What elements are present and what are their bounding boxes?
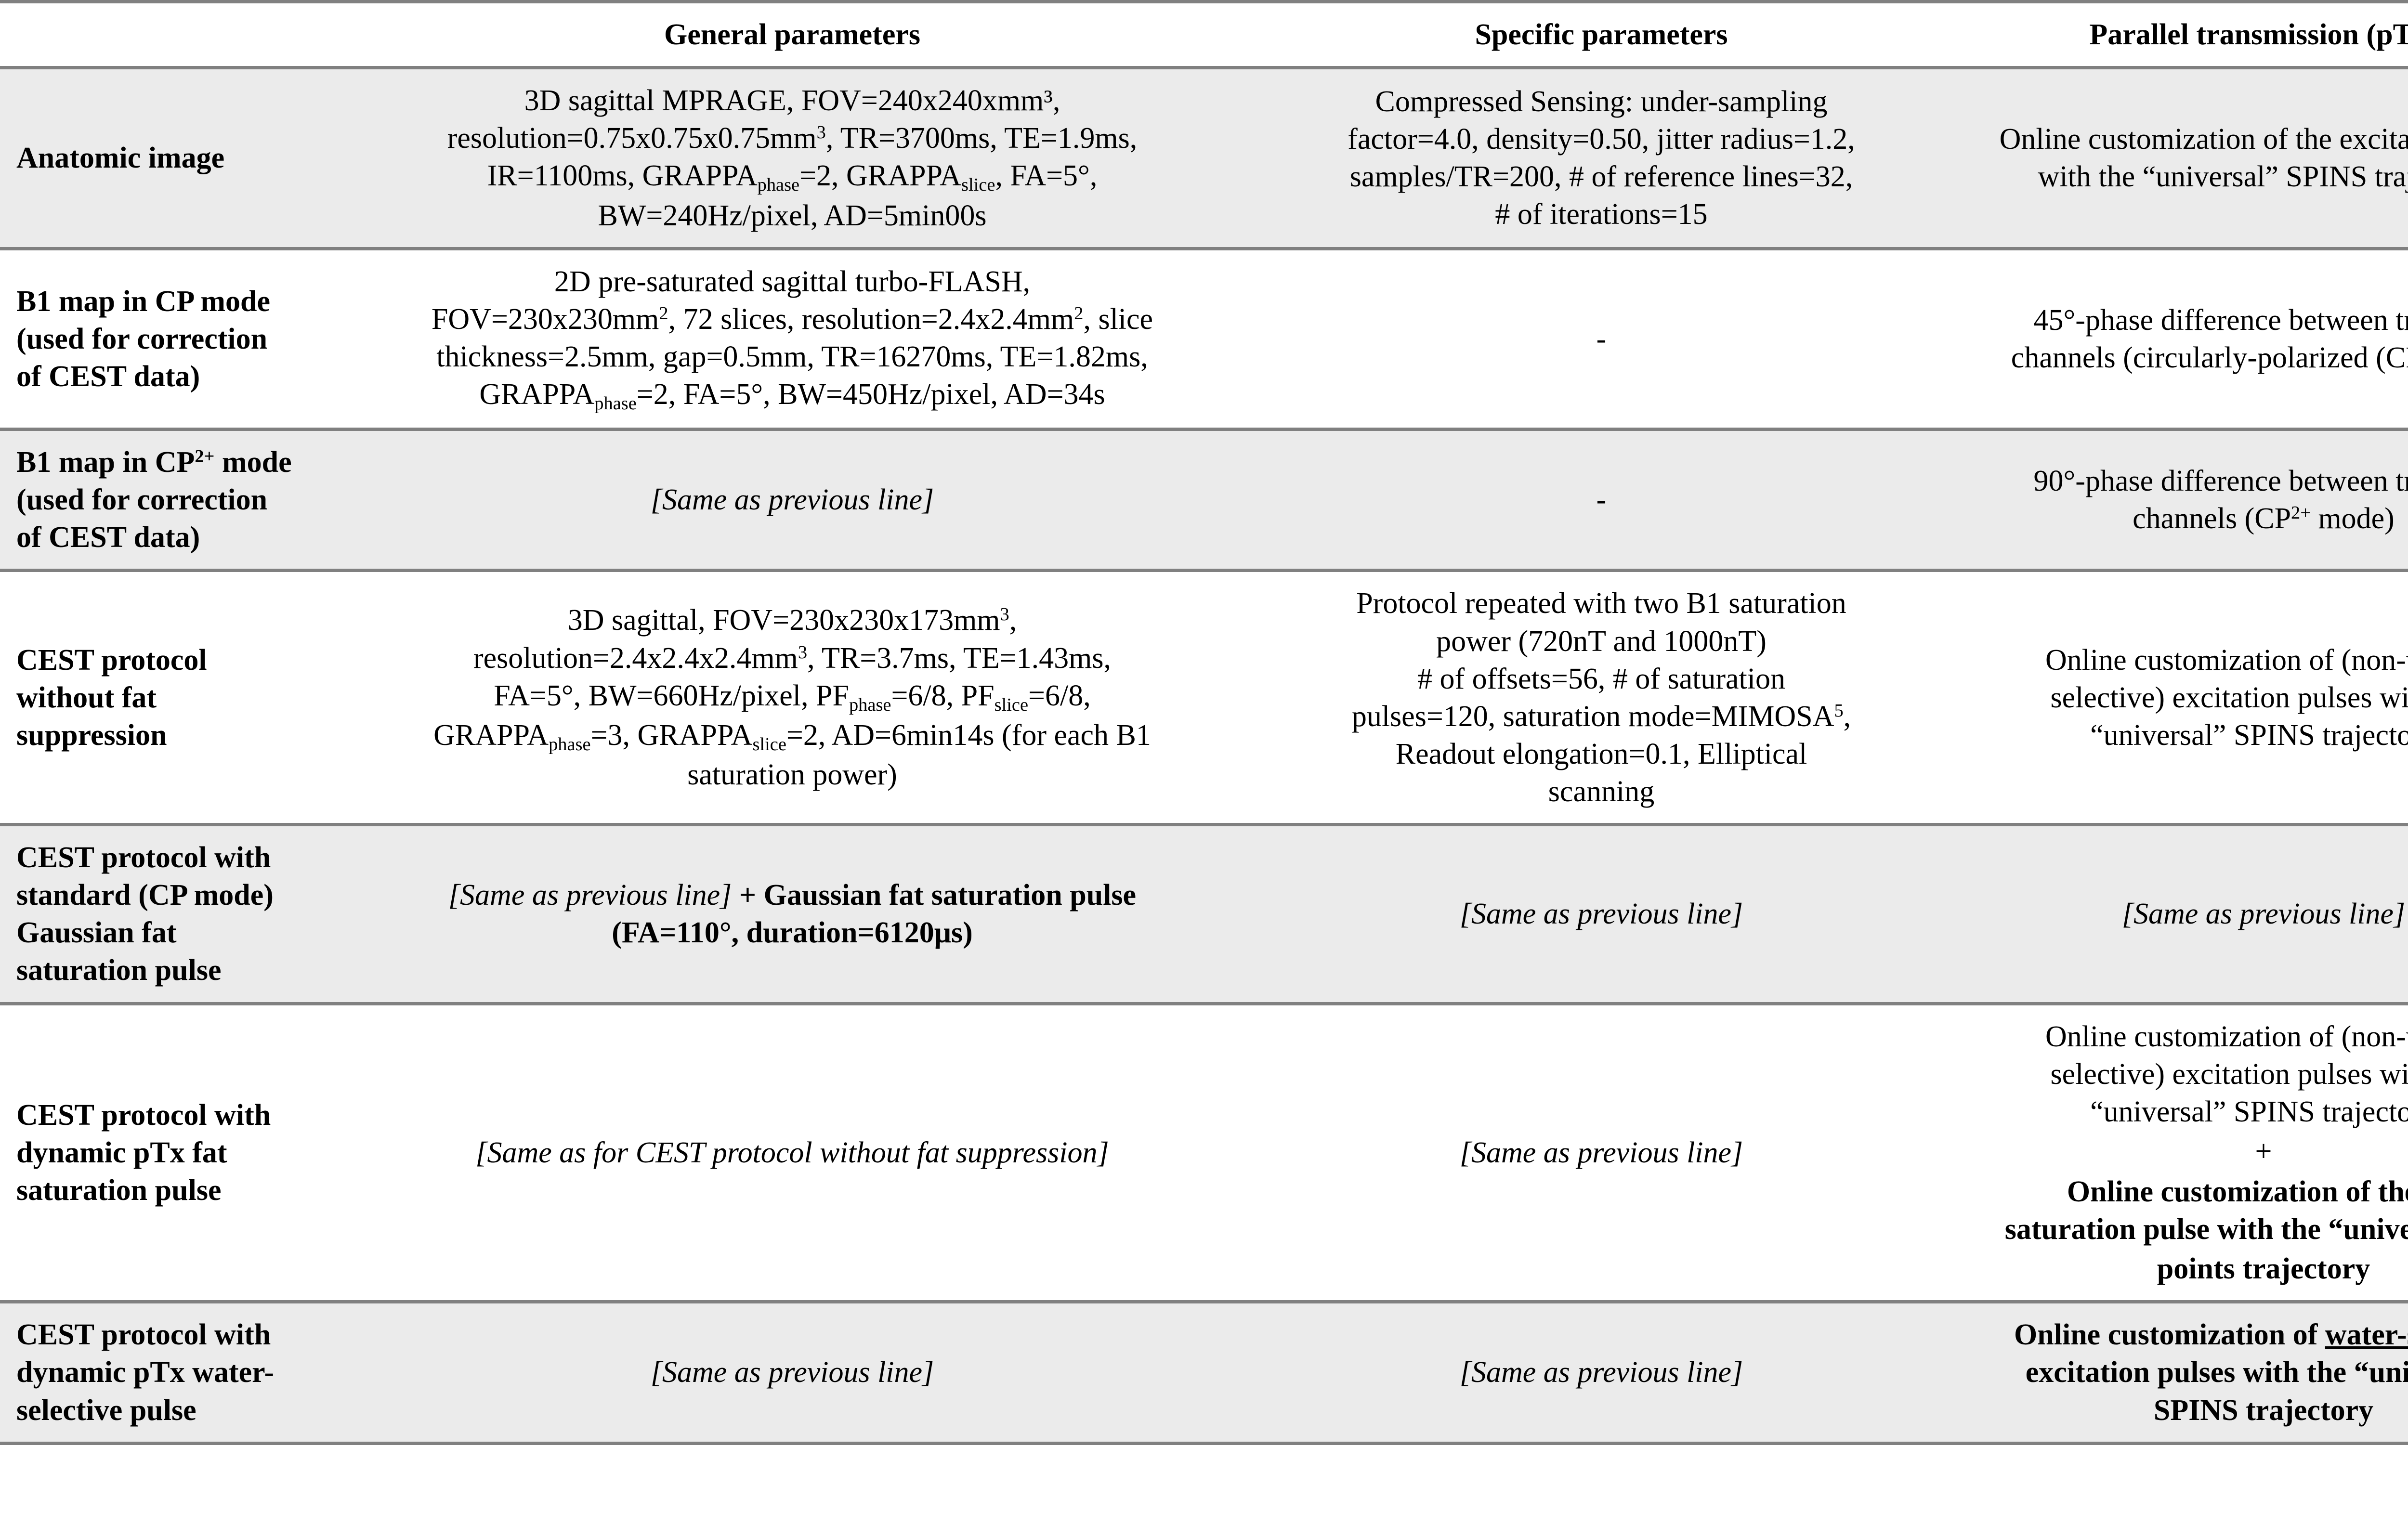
line: resolution=0.75x0.75x0.75mm3, TR=3700ms,… [447,122,1138,155]
header-row: General parameters Specific parameters P… [0,0,2408,70]
row-label-text: CEST protocol with dynamic pTx fat satur… [16,1098,271,1207]
row-label-note: (used for correction of CEST data) [16,322,268,393]
line: samples/TR=200, # of reference lines=32, [1349,160,1853,194]
cell-ptx-cest-without-fat-suppression: Online customization of (non-water- sele… [1926,570,2408,825]
cell-general-cest-dynamic-ptx-water-selective: [Same as previous line] [308,1302,1276,1444]
line: thickness=2.5mm, gap=0.5mm, TR=16270ms, … [436,340,1148,373]
line: scanning [1548,775,1655,808]
line: BW=240Hz/pixel, AD=5min00s [598,199,987,232]
cell-ptx-cest-dynamic-ptx-water-selective: Online customization of water-selective … [1926,1302,2408,1444]
cell-general-cest-standard-gaussian-fatsat: [Same as previous line] + Gaussian fat s… [308,824,1276,1004]
line: SPINS trajectory [2153,1394,2374,1427]
line: 2D pre-saturated sagittal turbo-FLASH, [554,265,1031,298]
line: points trajectory [2157,1252,2370,1286]
cell-ptx-cest-dynamic-ptx-fatsat: Online customization of (non-water- sele… [1926,1003,2408,1302]
row-label-note: (used for correction of CEST data) [16,483,268,554]
cell-ptx-b1-map-cp-mode: 45°-phase difference between transmit ch… [1926,248,2408,430]
line: Online customization of (non-water- [2045,1020,2408,1053]
row-label-anatomic-image: Anatomic image [0,67,308,249]
line: Readout elongation=0.1, Elliptical [1395,737,1807,770]
same-as-previous-note: [Same as previous line] [448,879,732,912]
line: “universal” SPINS trajectory [2090,1095,2408,1128]
line: 45°-phase difference between transmit [2033,303,2408,337]
line: saturation power) [687,758,897,791]
line: pulses=120, saturation mode=MIMOSA5, [1351,700,1851,733]
cell-specific-b1-map-cp2plus-mode: - [1276,429,1926,571]
line: channels (CP2+ mode) [2133,502,2395,535]
table-body: Anatomic image 3D sagittal MPRAGE, FOV=2… [0,67,2408,1444]
row-label-b1-map-cp2plus-mode: B1 map in CP2+ mode (used for correction… [0,429,308,571]
line: Online customization of (non-water- [2045,643,2408,677]
line: IR=1100ms, GRAPPAphase=2, GRAPPAslice, F… [487,159,1098,195]
row-label-cest-standard-gaussian-fatsat: CEST protocol with standard (CP mode) Ga… [0,824,308,1004]
cell-general-cest-dynamic-ptx-fatsat: [Same as for CEST protocol without fat s… [308,1003,1276,1302]
plus-separator: + [2255,1134,2272,1168]
cell-specific-cest-dynamic-ptx-water-selective: [Same as previous line] [1276,1302,1926,1444]
column-header-specific-parameters: Specific parameters [1276,0,1926,70]
mri-protocol-parameters-table: General parameters Specific parameters P… [0,0,2408,1444]
cell-ptx-cest-standard-gaussian-fatsat: [Same as previous line] [1926,824,2408,1004]
line: 3D sagittal MPRAGE, FOV=240x240xmm³, [524,84,1060,117]
cell-general-b1-map-cp2plus-mode: [Same as previous line] [308,429,1276,571]
line: Online customization of water-selective [1943,1316,2408,1354]
line: excitation pulses with the “universal” [2025,1356,2408,1389]
row-label-text: CEST protocol without fat suppression [16,643,207,752]
row-label-b1-map-cp-mode: B1 map in CP mode (used for correction o… [0,248,308,430]
line: # of offsets=56, # of saturation [1417,662,1785,695]
table-row: CEST protocol without fat suppression 3D… [0,570,2408,825]
table-row: CEST protocol with dynamic pTx fat satur… [0,1003,2408,1302]
row-label-cest-dynamic-ptx-fatsat: CEST protocol with dynamic pTx fat satur… [0,1003,308,1302]
cell-ptx-anatomic-image: Online customization of the excitation p… [1926,67,2408,249]
column-header-row-label [0,0,308,70]
line: # of iterations=15 [1495,198,1708,231]
row-label-text: B1 map in CP2+ mode [16,446,292,479]
row-label-text: Anatomic image [16,142,225,175]
gaussian-fatsat-suffix: + Gaussian fat saturation pulse [732,879,1137,912]
row-label-text: CEST protocol with standard (CP mode) Ga… [16,841,274,987]
cell-specific-anatomic-image: Compressed Sensing: under-sampling facto… [1276,67,1926,249]
line: FA=5°, BW=660Hz/pixel, PFphase=6/8, PFsl… [494,679,1091,715]
column-header-parallel-transmission: Parallel transmission (pTx) [1926,0,2408,70]
cell-specific-cest-standard-gaussian-fatsat: [Same as previous line] [1276,824,1926,1004]
line: selective) excitation pulses with the [2050,1057,2408,1091]
line: selective) excitation pulses with the [2050,681,2408,714]
column-header-general-parameters: General parameters [308,0,1276,70]
table-row: Anatomic image 3D sagittal MPRAGE, FOV=2… [0,67,2408,249]
line: FOV=230x230mm2, 72 slices, resolution=2.… [431,302,1153,336]
cell-general-anatomic-image: 3D sagittal MPRAGE, FOV=240x240xmm³, res… [308,67,1276,249]
line: resolution=2.4x2.4x2.4mm3, TR=3.7ms, TE=… [473,641,1111,675]
table-row: B1 map in CP mode (used for correction o… [0,248,2408,430]
row-label-text: B1 map in CP mode [16,285,271,318]
row-label-text: CEST protocol with dynamic pTx water-sel… [16,1318,274,1427]
cell-general-b1-map-cp-mode: 2D pre-saturated sagittal turbo-FLASH, F… [308,248,1276,430]
line: [Same as previous line] + Gaussian fat s… [325,876,1260,914]
cell-ptx-b1-map-cp2plus-mode: 90°-phase difference between transmit ch… [1926,429,2408,571]
row-label-cest-dynamic-ptx-water-selective: CEST protocol with dynamic pTx water-sel… [0,1302,308,1444]
cell-general-cest-without-fat-suppression: 3D sagittal, FOV=230x230x173mm3, resolut… [308,570,1276,825]
water-selective-emphasis: water-selective [2325,1318,2408,1352]
line: 90°-phase difference between transmit [2033,465,2408,498]
line: channels (circularly-polarized (CP) mode… [2011,341,2408,374]
line: with the “universal” SPINS trajectory [2038,160,2408,194]
table-row: CEST protocol with standard (CP mode) Ga… [0,824,2408,1004]
line: GRAPPAphase=3, GRAPPAslice=2, AD=6min14s… [433,718,1151,755]
line: factor=4.0, density=0.50, jitter radius=… [1348,123,1855,156]
line: 3D sagittal, FOV=230x230x173mm3, [567,604,1017,637]
cell-specific-cest-without-fat-suppression: Protocol repeated with two B1 saturation… [1276,570,1926,825]
line: (FA=110°, duration=6120μs) [612,916,973,950]
table-row: CEST protocol with dynamic pTx water-sel… [0,1302,2408,1444]
table-row: B1 map in CP2+ mode (used for correction… [0,429,2408,571]
row-label-cest-without-fat-suppression: CEST protocol without fat suppression [0,570,308,825]
line: Online customization of the fat [2067,1175,2408,1208]
line: power (720nT and 1000nT) [1436,625,1767,658]
line: saturation pulse with the “universal” kT… [2004,1213,2408,1246]
table-header: General parameters Specific parameters P… [0,0,2408,70]
line: Protocol repeated with two B1 saturation [1356,587,1846,620]
line: GRAPPAphase=2, FA=5°, BW=450Hz/pixel, AD… [479,378,1105,414]
line: “universal” SPINS trajectory [2090,718,2408,752]
line: Online customization of the excitation p… [1999,123,2408,156]
cell-specific-b1-map-cp-mode: - [1276,248,1926,430]
line: Compressed Sensing: under-sampling [1375,85,1828,118]
cell-specific-cest-dynamic-ptx-fatsat: [Same as previous line] [1276,1003,1926,1302]
